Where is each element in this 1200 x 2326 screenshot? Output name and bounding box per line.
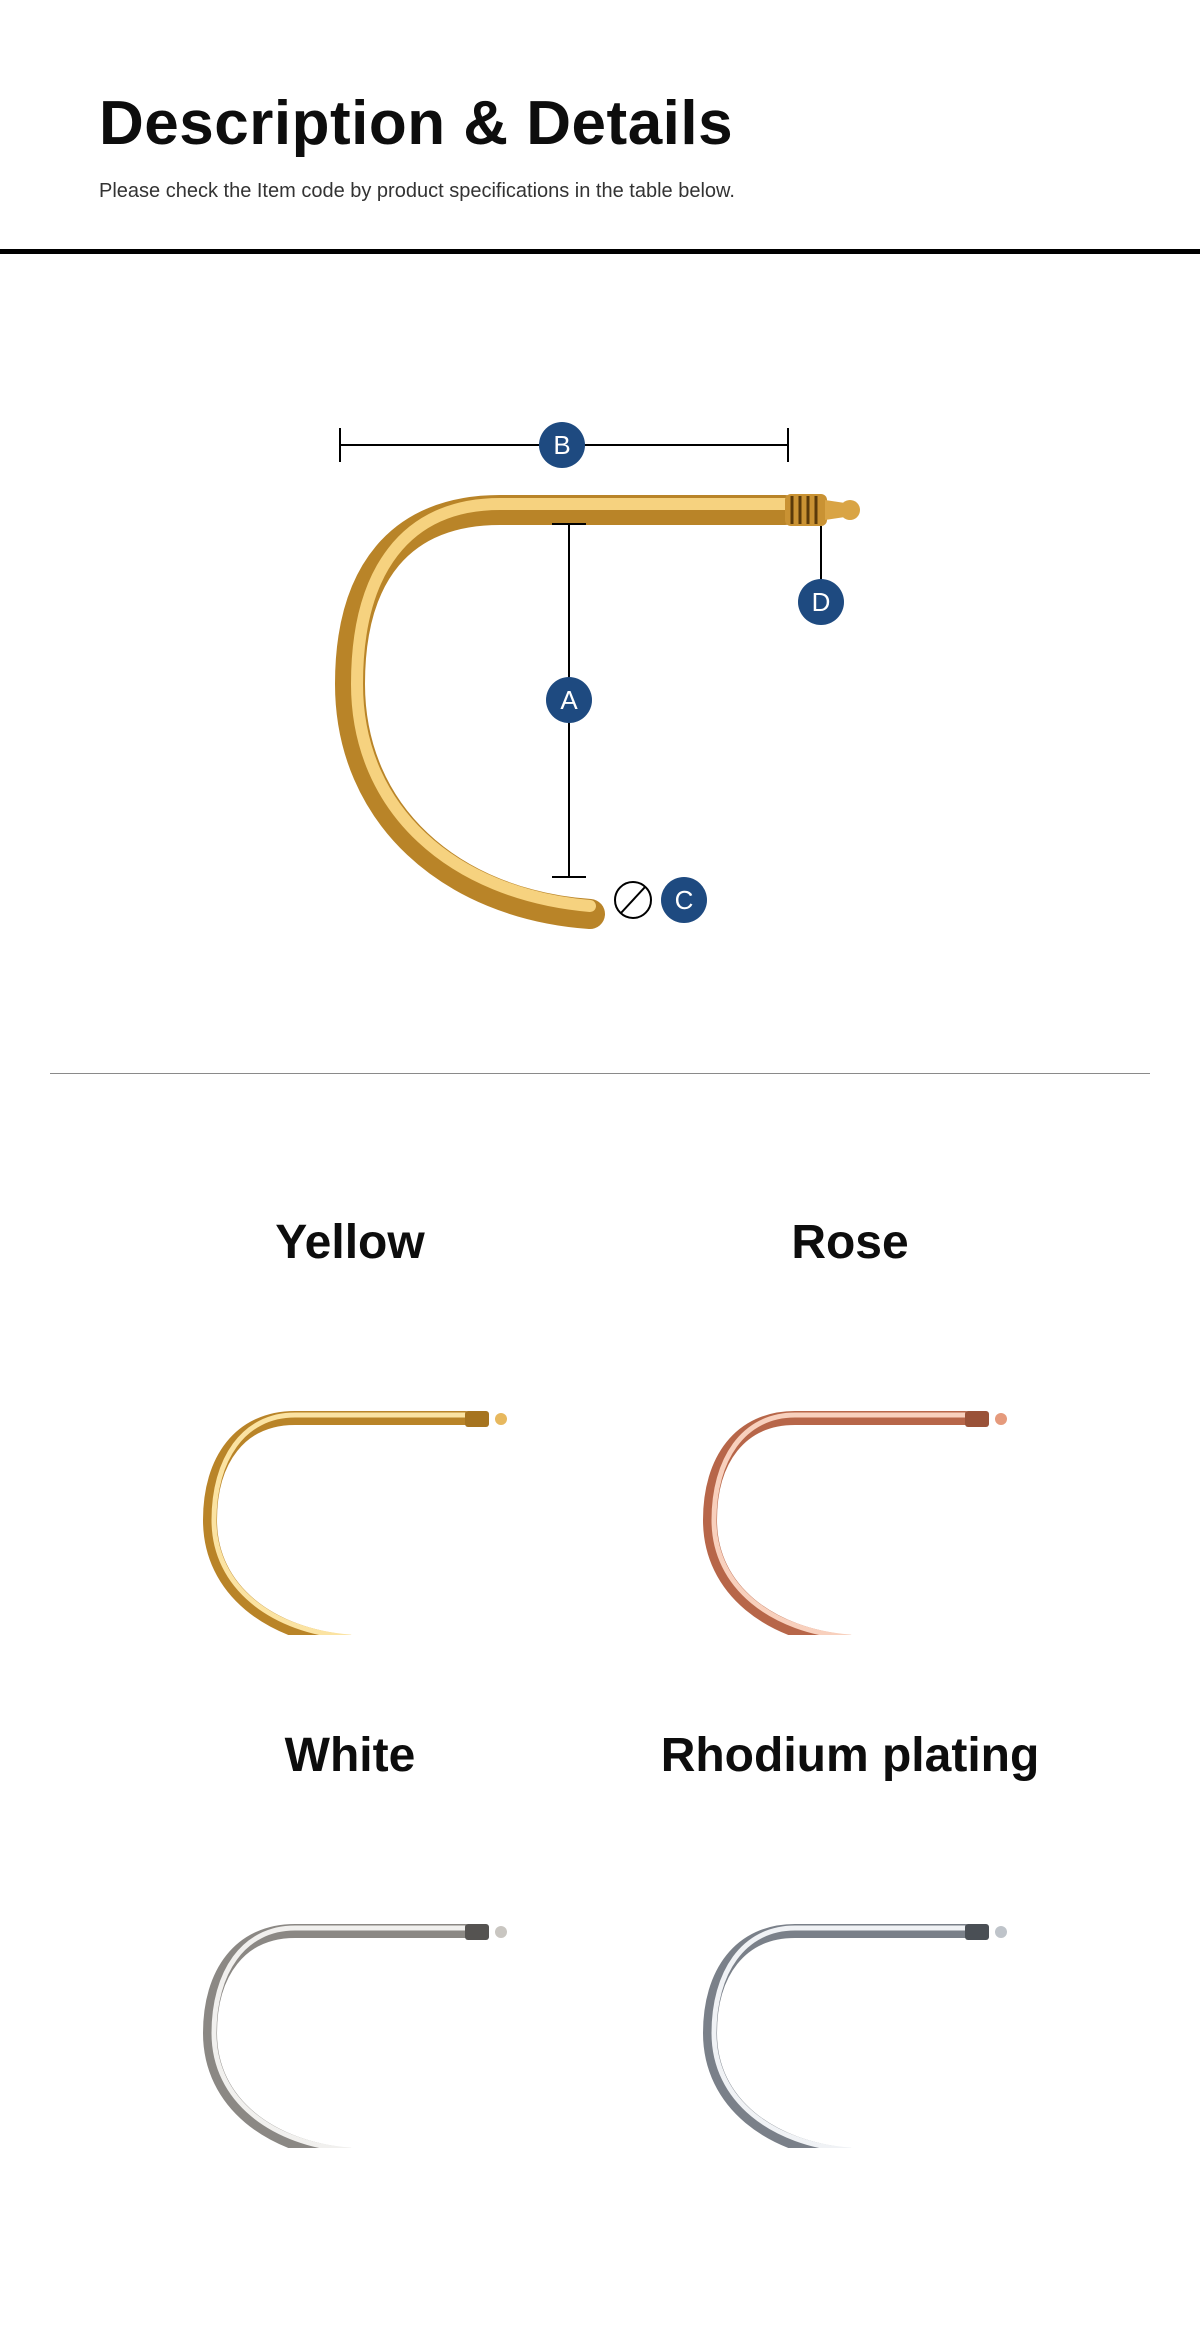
section-divider: [50, 1073, 1150, 1074]
label-c: C: [675, 885, 694, 915]
label-a: A: [560, 685, 578, 715]
label-d: D: [812, 587, 831, 617]
label-b: B: [553, 430, 570, 460]
marker-c: [661, 877, 707, 923]
header-divider: [0, 249, 1200, 254]
variant-rhodium: Rhodium plating: [570, 1728, 1130, 2168]
variant-label: Rose: [791, 1216, 909, 1269]
variant-yellow: Yellow: [70, 1215, 630, 1655]
variant-label: Yellow: [275, 1216, 425, 1269]
variant-white: White: [70, 1728, 630, 2168]
dimension-diagram: B A C D: [0, 254, 1200, 1073]
marker-d: [798, 579, 844, 625]
variant-image: [202, 1924, 507, 2148]
variant-image: [702, 1924, 1007, 2148]
page-title: Description & Details: [99, 89, 734, 158]
marker-b: [539, 422, 585, 468]
threaded-tip: [785, 494, 860, 526]
variant-image: [202, 1411, 507, 1635]
page-subtitle: Please check the Item code by product sp…: [99, 180, 735, 202]
dimension-b: B: [339, 422, 789, 468]
dimension-a: A: [546, 523, 592, 878]
variant-rose: Rose: [570, 1215, 1130, 1655]
dimension-diagram-svg: B A C D: [334, 422, 860, 929]
marker-a: [546, 677, 592, 723]
dimension-c: C: [614, 877, 707, 923]
variant-label: Rhodium plating: [660, 1729, 1040, 1782]
variant-label: White: [284, 1729, 416, 1782]
diameter-symbol-icon: [614, 881, 652, 919]
page-header: Description & Details Please check the I…: [0, 0, 1200, 254]
variant-image: [702, 1411, 1007, 1635]
product-hook-highlight: [350, 498, 791, 912]
dimension-d: D: [798, 526, 844, 625]
